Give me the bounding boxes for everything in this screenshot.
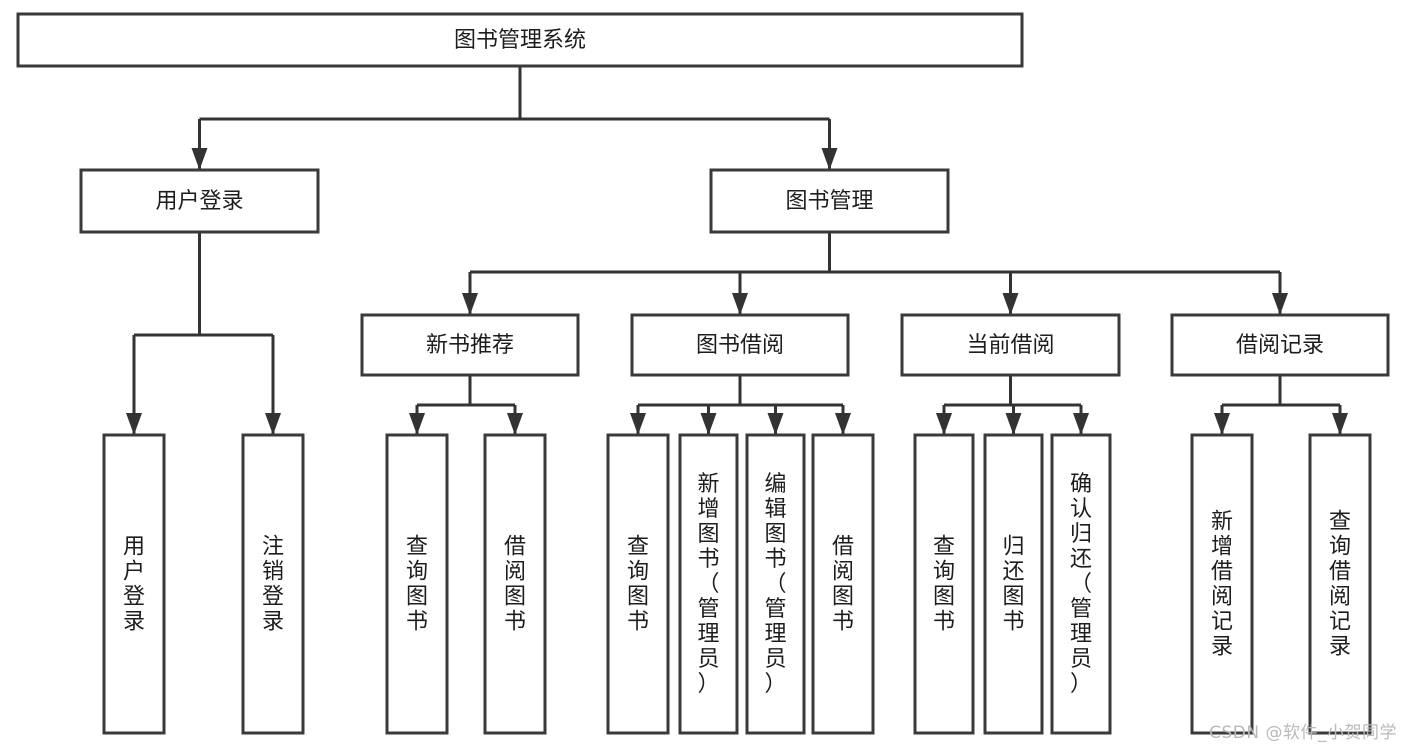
node-label-book-borrow: 图书借阅 bbox=[696, 333, 784, 358]
node-box-leaf-user-login bbox=[102, 433, 166, 735]
arrow-head-icon-leaf-edit-book bbox=[767, 413, 784, 435]
arrow-head-icon-new-book-recommend bbox=[462, 293, 478, 315]
node-box-user-login bbox=[79, 168, 320, 234]
node-label-borrow-records: 借阅记录 bbox=[1236, 333, 1324, 358]
node-leaf-confirm-return[interactable]: 确认归还（管理员） bbox=[1050, 433, 1112, 735]
node-leaf-borrow-book[interactable]: 借阅图书 bbox=[811, 433, 875, 735]
node-box-book-management bbox=[709, 168, 950, 234]
node-layer: 图书管理系统用户登录图书管理新书推荐图书借阅当前借阅借阅记录用户登录注销登录查询… bbox=[16, 12, 1390, 735]
arrow-head-icon-leaf-query-book-borrow bbox=[630, 413, 646, 435]
arrow-head-icon-leaf-confirm-return bbox=[1073, 413, 1089, 435]
node-box-leaf-add-record bbox=[1190, 433, 1254, 735]
node-label-book-management: 图书管理 bbox=[785, 189, 873, 214]
arrow-head-icon-book-management bbox=[821, 148, 838, 170]
node-book-borrow[interactable]: 图书借阅 bbox=[630, 313, 850, 377]
arrow-head-icon-leaf-query-book-recommend bbox=[409, 413, 425, 435]
arrow-head-icon-user-login bbox=[191, 148, 208, 170]
node-book-management[interactable]: 图书管理 bbox=[709, 168, 950, 234]
node-leaf-add-record[interactable]: 新增借阅记录 bbox=[1190, 433, 1254, 735]
node-box-leaf-confirm-return bbox=[1050, 433, 1112, 735]
node-label-leaf-add-book: 新增图书（管理员） bbox=[697, 472, 719, 697]
node-label-root: 图书管理系统 bbox=[454, 28, 586, 53]
node-label-leaf-confirm-return: 确认归还（管理员） bbox=[1070, 472, 1092, 697]
node-user-login[interactable]: 用户登录 bbox=[79, 168, 320, 234]
node-box-leaf-query-record bbox=[1308, 433, 1372, 735]
node-box-leaf-edit-book bbox=[745, 433, 806, 735]
node-label-leaf-user-login: 用户登录 bbox=[123, 535, 145, 635]
node-label-leaf-return-book: 归还图书 bbox=[1002, 535, 1024, 635]
node-label-leaf-borrow-book-recommend: 借阅图书 bbox=[504, 535, 526, 635]
node-box-book-borrow bbox=[630, 313, 850, 377]
node-new-book-recommend[interactable]: 新书推荐 bbox=[360, 313, 580, 377]
arrow-head-icon-leaf-add-record bbox=[1214, 413, 1230, 435]
node-label-leaf-borrow-book: 借阅图书 bbox=[832, 535, 854, 635]
node-leaf-return-book[interactable]: 归还图书 bbox=[983, 433, 1044, 735]
node-box-new-book-recommend bbox=[360, 313, 580, 377]
node-leaf-query-book-current[interactable]: 查询图书 bbox=[913, 433, 975, 735]
node-label-leaf-query-book-borrow: 查询图书 bbox=[627, 535, 649, 635]
node-label-leaf-add-record: 新增借阅记录 bbox=[1211, 510, 1233, 660]
node-box-leaf-borrow-book bbox=[811, 433, 875, 735]
node-leaf-add-book[interactable]: 新增图书（管理员） bbox=[678, 433, 739, 735]
node-root[interactable]: 图书管理系统 bbox=[16, 12, 1024, 68]
node-box-leaf-add-book bbox=[678, 433, 739, 735]
arrow-head-icon-current-borrow bbox=[1002, 293, 1019, 315]
node-label-leaf-query-record: 查询借阅记录 bbox=[1329, 510, 1351, 660]
node-leaf-query-book-borrow[interactable]: 查询图书 bbox=[606, 433, 670, 735]
node-box-leaf-query-book-current bbox=[913, 433, 975, 735]
connector-layer bbox=[126, 66, 1348, 435]
node-leaf-query-book-recommend[interactable]: 查询图书 bbox=[385, 433, 449, 735]
node-box-leaf-query-book-recommend bbox=[385, 433, 449, 735]
arrow-head-icon-borrow-records bbox=[1272, 293, 1288, 315]
node-label-leaf-query-book-recommend: 查询图书 bbox=[406, 535, 428, 635]
arrow-head-icon-leaf-query-book-current bbox=[936, 413, 952, 435]
node-box-borrow-records bbox=[1170, 313, 1390, 377]
arrow-head-icon-leaf-logout bbox=[265, 413, 281, 435]
node-label-user-login: 用户登录 bbox=[155, 189, 243, 214]
node-leaf-logout[interactable]: 注销登录 bbox=[241, 433, 305, 735]
arrow-head-icon-leaf-user-login bbox=[126, 413, 142, 435]
node-box-leaf-return-book bbox=[983, 433, 1044, 735]
node-box-leaf-logout bbox=[241, 433, 305, 735]
node-leaf-user-login[interactable]: 用户登录 bbox=[102, 433, 166, 735]
node-label-current-borrow: 当前借阅 bbox=[966, 333, 1054, 358]
node-leaf-edit-book[interactable]: 编辑图书（管理员） bbox=[745, 433, 806, 735]
node-label-leaf-edit-book: 编辑图书（管理员） bbox=[764, 472, 786, 697]
node-leaf-query-record[interactable]: 查询借阅记录 bbox=[1308, 433, 1372, 735]
node-box-current-borrow bbox=[900, 313, 1121, 377]
node-label-new-book-recommend: 新书推荐 bbox=[426, 333, 514, 358]
node-box-leaf-borrow-book-recommend bbox=[483, 433, 547, 735]
arrow-head-icon-leaf-add-book bbox=[700, 413, 717, 435]
node-box-root bbox=[16, 12, 1024, 68]
node-current-borrow[interactable]: 当前借阅 bbox=[900, 313, 1121, 377]
arrow-head-icon-book-borrow bbox=[732, 293, 748, 315]
arrow-head-icon-leaf-return-book bbox=[1005, 413, 1022, 435]
node-label-leaf-logout: 注销登录 bbox=[262, 535, 284, 635]
node-label-leaf-query-book-current: 查询图书 bbox=[933, 535, 955, 635]
arrow-head-icon-leaf-borrow-book-recommend bbox=[507, 413, 523, 435]
node-box-leaf-query-book-borrow bbox=[606, 433, 670, 735]
node-leaf-borrow-book-recommend[interactable]: 借阅图书 bbox=[483, 433, 547, 735]
arrow-head-icon-leaf-borrow-book bbox=[835, 413, 851, 435]
arrow-head-icon-leaf-query-record bbox=[1332, 413, 1348, 435]
node-borrow-records[interactable]: 借阅记录 bbox=[1170, 313, 1390, 377]
